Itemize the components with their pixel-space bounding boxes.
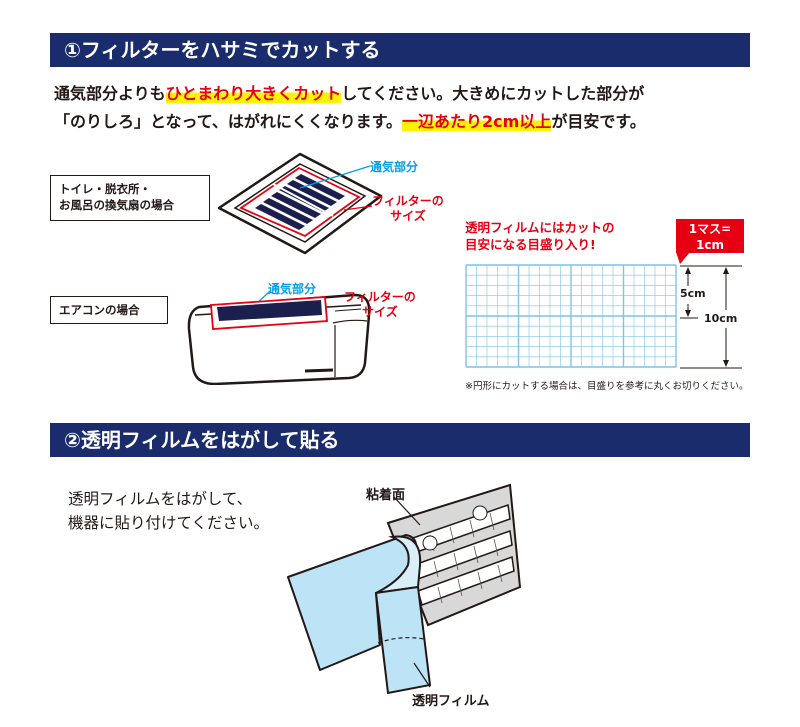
ac-filter-label: フィルターの サイズ	[344, 290, 416, 320]
section2-title: ②透明フィルムをはがして貼る	[64, 428, 340, 452]
section2-line2: 機器に貼り付けてください。	[68, 514, 270, 532]
scale-line1: 1マス=	[688, 222, 732, 236]
adhesive-side-label: 粘着面	[366, 488, 406, 503]
scale-line2: 1cm	[696, 238, 724, 252]
section2-banner: ②透明フィルムをはがして貼る	[50, 423, 750, 457]
fan-label-line1: トイレ・脱衣所・	[59, 182, 151, 196]
text-segment: 「のりしろ」となって、はがれにくくなります。	[54, 112, 403, 131]
grid-note-line2: 目安になる目盛り入り!	[465, 237, 596, 252]
fan-label-line2: お風呂の換気扇の場合	[59, 198, 174, 212]
air-conditioner-illustration	[187, 293, 371, 385]
ac-case-label: エアコンの場合	[50, 296, 168, 324]
ac-label-text: エアコンの場合	[59, 303, 140, 317]
text-segment: してください。大きめにカットした部分が	[341, 84, 645, 103]
section1-title: ①フィルターをハサミでカットする	[64, 38, 381, 62]
grid-note: 透明フィルムにはカットの 目安になる目盛り入り!	[465, 219, 615, 253]
highlight-text: 一辺あたり2cm以上	[402, 112, 552, 131]
clear-film-label: 透明フィルム	[412, 694, 490, 709]
measurement-grid	[465, 264, 677, 368]
ac-vent-label: 通気部分	[268, 282, 317, 296]
section1-line1: 通気部分よりもひとまわり大きくカットしてください。大きめにカットした部分が	[54, 80, 644, 108]
filter-label-line1: フィルターの	[372, 194, 444, 208]
section1-banner: ①フィルターをハサミでカットする	[50, 33, 750, 67]
filter-label-line2: サイズ	[390, 209, 426, 223]
text-segment: 通気部分よりも	[54, 84, 166, 103]
scale-badge: 1マス= 1cm	[676, 219, 744, 253]
dimension-markers	[680, 265, 742, 369]
section2-instructions: 透明フィルムをはがして、 機器に貼り付けてください。	[68, 487, 269, 535]
film-peeling-illustration	[287, 483, 522, 695]
fan-vent-label: 通気部分	[370, 160, 419, 174]
text-segment: が目安です。	[551, 112, 646, 131]
section2-line1: 透明フィルムをはがして、	[68, 490, 253, 508]
dimension-5cm: 5cm	[680, 287, 706, 300]
fan-filter-label: フィルターの サイズ	[372, 194, 444, 224]
ventilation-fan-illustration	[217, 152, 383, 255]
grid-footnote: ※円形にカットする場合は、目盛りを参考に丸くお切りください。	[465, 381, 749, 392]
scale-badge-pointer	[676, 252, 690, 264]
dimension-10cm: 10cm	[704, 312, 738, 325]
filter-label-line2: サイズ	[362, 305, 398, 319]
section1-line2: 「のりしろ」となって、はがれにくくなります。一辺あたり2cm以上が目安です。	[54, 108, 646, 136]
filter-label-line1: フィルターの	[344, 290, 416, 304]
fan-case-label: トイレ・脱衣所・ お風呂の換気扇の場合	[50, 175, 210, 221]
grid-note-line1: 透明フィルムにはカットの	[465, 220, 615, 235]
highlight-text: ひとまわり大きくカット	[165, 84, 342, 103]
